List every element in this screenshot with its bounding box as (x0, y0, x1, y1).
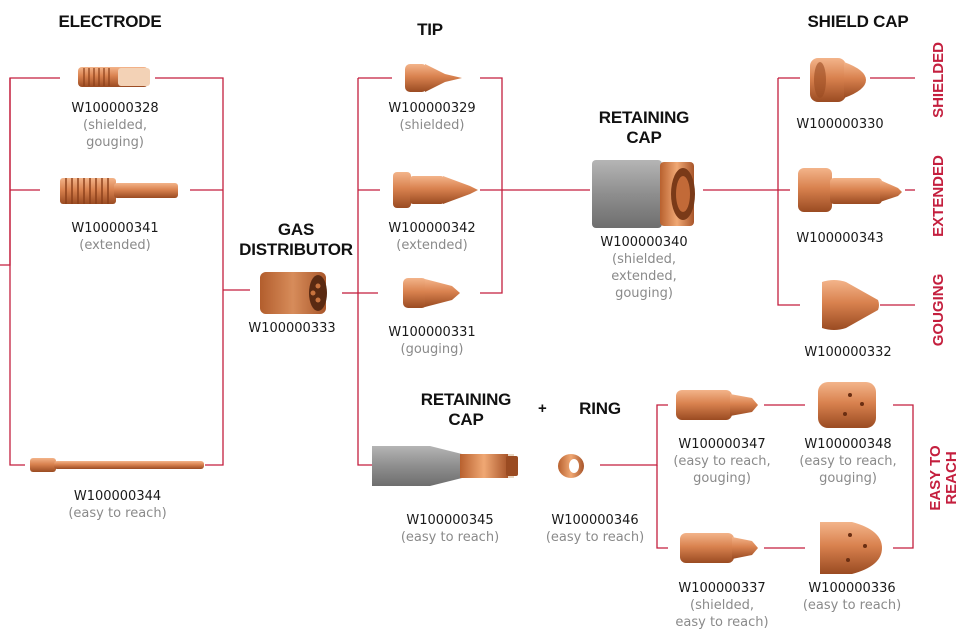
heading-shield-cap: SHIELD CAP (807, 12, 909, 31)
electrode-328-image (78, 67, 150, 87)
part-note: (shielded, extended, gouging) (611, 252, 677, 301)
part-note: (easy to reach) (68, 506, 167, 521)
part-note: (extended) (79, 238, 151, 253)
tip-347-image (676, 390, 758, 420)
part-number: W100000347 (678, 437, 766, 452)
part-note: (easy to reach) (802, 598, 902, 613)
ring-346-image (558, 454, 584, 478)
shield-cap-343-image (798, 168, 902, 212)
part-number: W100000329 (388, 101, 476, 116)
part-shield-cap-336: W100000336 (easy to reach) (790, 580, 914, 614)
part-note: (shielded) (399, 118, 465, 133)
category-gouging: GOUGING (930, 273, 947, 347)
part-number: W100000331 (388, 325, 476, 340)
part-tip-337: W100000337 (shielded, easy to reach) (660, 580, 784, 631)
part-note: (shielded, gouging) (83, 118, 147, 150)
heading-retaining-cap-2: RETAINING CAP (420, 390, 512, 429)
part-electrode-341: W100000341 (extended) (55, 220, 175, 254)
heading-ring: RING (579, 399, 621, 418)
part-retaining-cap-345: W100000345 (easy to reach) (380, 512, 520, 546)
part-number: W100000348 (804, 437, 892, 452)
heading-electrode: ELECTRODE (58, 12, 162, 31)
part-electrode-344: W100000344 (easy to reach) (45, 488, 190, 522)
part-note: (shielded, easy to reach) (675, 598, 769, 630)
part-electrode-328: W100000328 (shielded, gouging) (55, 100, 175, 151)
electrode-341-image (60, 178, 178, 204)
electrode-344-image (30, 458, 204, 472)
tip-337-image (680, 533, 758, 563)
part-note: (easy to reach, gouging) (799, 454, 897, 486)
tip-329-image (405, 64, 462, 92)
part-note: (gouging) (400, 342, 464, 357)
part-note: (extended) (396, 238, 468, 253)
part-tip-329: W100000329 (shielded) (372, 100, 492, 134)
part-shield-cap-330: W100000330 (780, 116, 900, 133)
category-easy-to-reach: EASY TO REACH (927, 445, 960, 511)
part-retaining-cap-340: W100000340 (shielded, extended, gouging) (584, 234, 704, 302)
part-note: (easy to reach) (545, 530, 645, 545)
part-tip-331: W100000331 (gouging) (372, 324, 492, 358)
tip-342-image (393, 172, 478, 208)
part-number: W100000333 (248, 321, 336, 336)
retaining-cap-345-image (372, 446, 518, 486)
heading-retaining-cap: RETAINING CAP (598, 108, 690, 147)
part-number: W100000344 (73, 489, 162, 504)
part-note: (easy to reach, gouging) (673, 454, 771, 486)
part-number: W100000343 (796, 231, 884, 246)
part-tip-342: W100000342 (extended) (372, 220, 492, 254)
part-shield-cap-348: W100000348 (easy to reach, gouging) (786, 436, 910, 487)
part-number: W100000341 (71, 221, 159, 236)
part-shield-cap-332: W100000332 (788, 344, 908, 361)
category-shielded: SHIELDED (930, 42, 947, 118)
category-extended: EXTENDED (930, 155, 947, 237)
part-number: W100000342 (388, 221, 476, 236)
retaining-cap-340-image (592, 160, 695, 228)
shield-cap-330-image (810, 58, 866, 102)
part-number: W100000330 (796, 117, 884, 132)
part-number: W100000346 (551, 513, 639, 528)
part-number: W100000340 (600, 235, 688, 250)
part-number: W100000336 (808, 581, 896, 596)
part-note: (easy to reach) (400, 530, 500, 545)
part-ring-346: W100000346 (easy to reach) (528, 512, 662, 546)
part-number: W100000328 (71, 101, 159, 116)
part-number: W100000345 (406, 513, 494, 528)
shield-cap-348-image (818, 382, 876, 428)
heading-gas-distributor: GAS DISTRIBUTOR (239, 220, 353, 259)
part-number: W100000332 (804, 345, 892, 360)
part-number: W100000337 (678, 581, 766, 596)
shield-cap-336-image (820, 522, 882, 574)
tip-331-image (403, 278, 460, 308)
part-shield-cap-343: W100000343 (780, 230, 900, 247)
heading-tip: TIP (417, 20, 443, 39)
gas-distributor-image (260, 272, 327, 314)
part-tip-347: W100000347 (easy to reach, gouging) (660, 436, 784, 487)
shield-cap-332-image (822, 280, 879, 330)
plus-sign: + (538, 400, 547, 417)
part-gas-distributor-333: W100000333 (232, 320, 352, 337)
